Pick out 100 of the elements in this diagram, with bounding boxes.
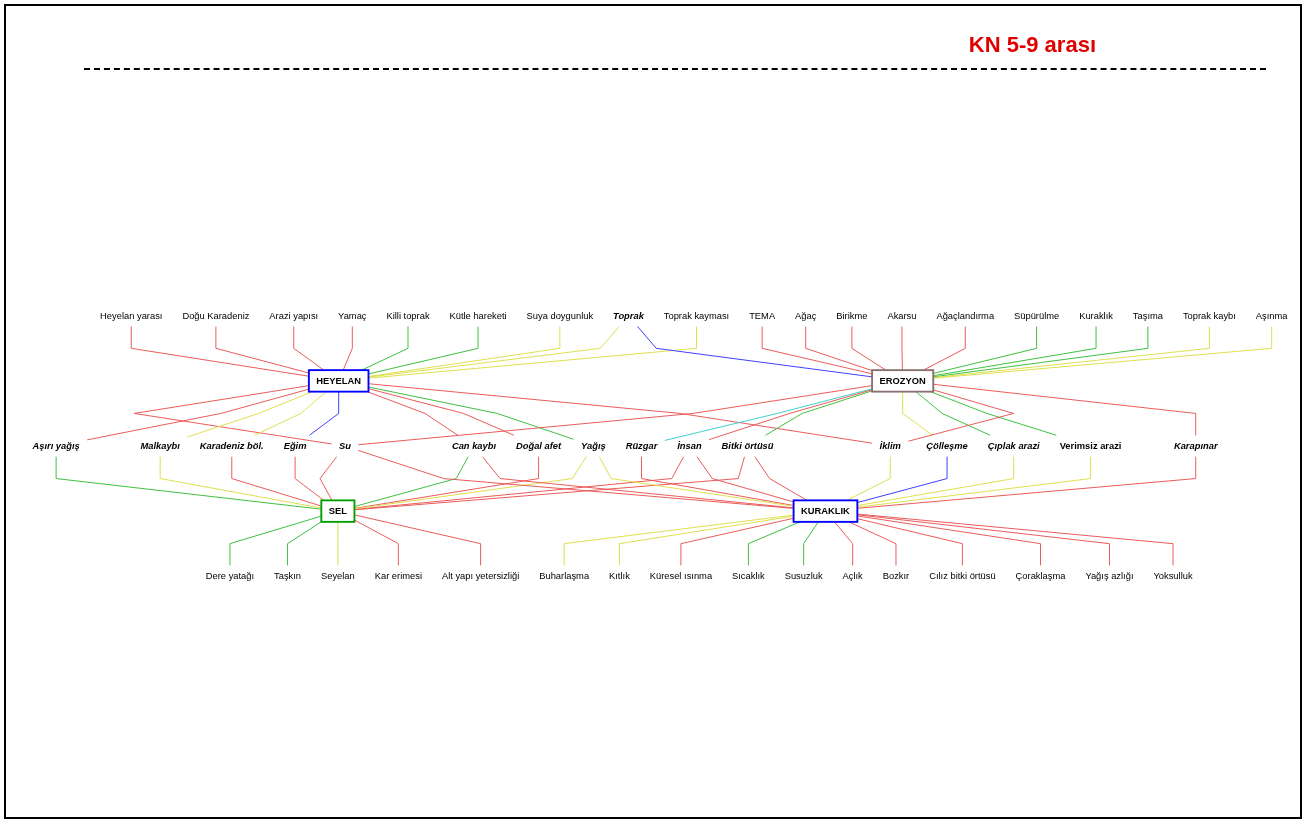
node-text: İnsan <box>677 440 702 451</box>
node-box: HEYELAN <box>307 369 370 393</box>
node-text: Eğim <box>283 440 307 451</box>
node-text: Verimsiz arazi <box>1059 440 1122 451</box>
node-text: Susuzluk <box>784 570 823 582</box>
connector <box>354 456 587 510</box>
connector <box>133 385 332 445</box>
connector <box>309 391 340 436</box>
connector <box>848 521 897 566</box>
node-text: Sıcaklık <box>732 570 765 582</box>
connector <box>901 326 903 371</box>
connector <box>342 326 353 371</box>
connector <box>368 326 620 378</box>
connector <box>361 326 409 371</box>
node-text: Suya doygunluk <box>526 310 594 321</box>
connector <box>846 456 891 501</box>
node-text: Rüzgar <box>625 440 658 451</box>
node-text: Açlık <box>842 570 863 582</box>
connector <box>229 515 322 566</box>
connector <box>368 388 515 436</box>
node-text: Cılız bitki örtüsü <box>929 570 996 582</box>
node-text: Toprak kaybı <box>1182 310 1236 321</box>
node-text: Can kaybı <box>451 440 497 451</box>
connector <box>851 326 887 371</box>
connector <box>856 456 1197 509</box>
connector <box>803 521 819 566</box>
connector <box>354 456 745 511</box>
node-text: Birikme <box>836 310 868 321</box>
node-text: Çoraklaşma <box>1015 570 1066 582</box>
node-text: Çölleşme <box>926 440 968 451</box>
connector <box>834 521 854 566</box>
connector <box>765 390 873 436</box>
node-text: Karapınar <box>1173 440 1218 451</box>
connector <box>761 326 873 375</box>
connector <box>664 388 873 441</box>
connector <box>368 326 479 375</box>
connector <box>354 519 399 566</box>
connector <box>856 456 1015 507</box>
connector <box>287 521 322 566</box>
node-text: Taşkın <box>274 570 302 582</box>
node-text: Doğu Karadeniz <box>182 310 250 321</box>
connector <box>337 521 339 566</box>
node-box: EROZYON <box>871 369 935 393</box>
node-text: Bitki örtüsü <box>721 440 774 451</box>
node-text: Yağış azlığı <box>1085 570 1134 582</box>
connector <box>922 326 966 371</box>
node-text: Arazi yapısı <box>269 310 319 321</box>
connector <box>159 456 322 509</box>
node-text: Yağış <box>581 440 606 451</box>
connector <box>856 456 948 504</box>
connector <box>354 514 482 566</box>
connector <box>637 326 873 378</box>
diagram-title: KN 5-9 arası <box>968 32 1096 58</box>
node-text: Ağaçlandırma <box>936 310 995 321</box>
connector <box>907 389 1015 442</box>
connector <box>754 456 808 501</box>
node-text: Taşıma <box>1132 310 1163 321</box>
connector <box>368 326 561 377</box>
node-box: KURAKLIK <box>792 499 859 523</box>
node-text: Malkaybı <box>140 440 180 451</box>
node-text: TEMA <box>749 310 776 321</box>
node-text: Küresel ısınma <box>649 570 713 582</box>
connector <box>805 326 873 372</box>
connector <box>366 391 459 436</box>
node-text: Su <box>338 440 351 451</box>
node-text: Kuraklık <box>1079 310 1113 321</box>
connector <box>368 326 697 379</box>
node-text: Yamaç <box>338 310 367 321</box>
connector <box>55 456 322 510</box>
node-text: Buharlaşma <box>539 570 590 582</box>
connector <box>368 386 575 440</box>
node-text: İklim <box>879 440 901 451</box>
connector <box>293 326 325 371</box>
connector <box>915 391 991 436</box>
node-text: Aşırı yağış <box>32 440 80 451</box>
connector <box>932 383 1197 436</box>
connector <box>254 391 327 436</box>
node-text: Kar erimesi <box>374 570 422 582</box>
node-text: Aşınma <box>1255 310 1288 321</box>
connector <box>294 456 325 501</box>
node-text: Doğal afet <box>516 440 562 451</box>
node-text: Süpürülme <box>1014 310 1060 321</box>
node-text: Kıtlık <box>609 570 630 582</box>
connector <box>354 456 469 507</box>
node-text: Killi toprak <box>386 310 430 321</box>
node-text: Kütle hareketi <box>449 310 507 321</box>
node-text: Seyelan <box>320 570 355 582</box>
node-text: Dere yatağı <box>205 570 255 582</box>
connector <box>354 456 540 509</box>
connector <box>930 391 1057 436</box>
connector <box>708 389 873 441</box>
node-text: Toprak kayması <box>663 310 730 321</box>
node-text: Ağaç <box>795 310 817 321</box>
node-text: Heyelan yarası <box>100 310 163 321</box>
node-text: Alt yapı yetersizliği <box>441 570 520 582</box>
node-text: Bozkır <box>882 570 910 582</box>
connector <box>856 456 1091 508</box>
connector <box>902 391 933 436</box>
node-text: Akarsu <box>887 310 917 321</box>
node-box: SEL <box>320 499 356 523</box>
